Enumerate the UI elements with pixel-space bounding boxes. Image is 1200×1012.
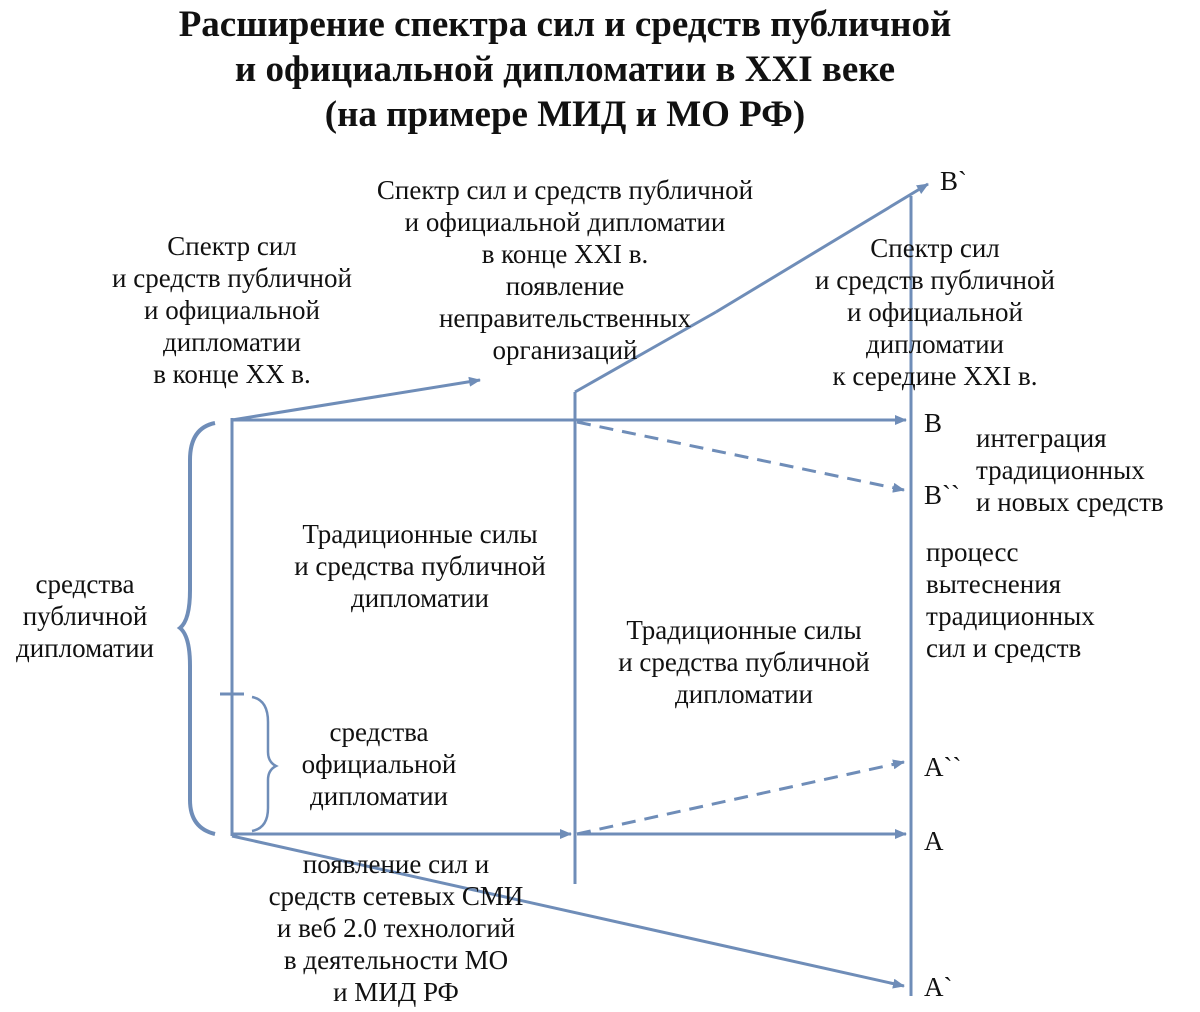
integration-line: интеграция: [976, 423, 1107, 453]
spectrum-mid21c-line: к середине XXI в.: [832, 361, 1038, 391]
traditional-1-line: Традиционные силы: [302, 519, 538, 549]
spectrum-20c-line: в конце XX в.: [153, 359, 311, 389]
official-means-label: средства официальной дипломатии: [272, 716, 486, 812]
point-b: B: [924, 408, 943, 438]
point-a: A: [924, 826, 944, 856]
spectrum-end21c-line: и официальной дипломатии: [404, 207, 726, 237]
displacement-line: вытеснения: [926, 569, 1062, 599]
point-a-prime: A`: [924, 972, 953, 1002]
spectrum-end21c-label: Спектр сил и средств публичной и официал…: [330, 174, 800, 366]
displacement-line: процесс: [926, 537, 1019, 567]
arrow-to-a-prime: [231, 834, 905, 989]
spectrum-end21c-line: появление: [505, 271, 625, 301]
title-line-1: Расширение спектра сил и средств публичн…: [178, 4, 952, 45]
official-means-line: средства: [329, 717, 429, 747]
brace-official-means: [251, 695, 279, 833]
traditional-2-line: и средства публичной: [618, 647, 870, 677]
network-media-line: и веб 2.0 технологий: [276, 913, 516, 943]
title-line-2: и официальной дипломатии в XXI веке: [234, 49, 896, 90]
traditional-means-1-label: Традиционные силы и средства публичной д…: [262, 518, 578, 614]
arrow-to-b-prime: [715, 182, 929, 314]
arrow-to-ngo: [231, 376, 481, 422]
spectrum-end21c-line: неправительственных: [438, 303, 692, 333]
point-b-double: B``: [924, 480, 960, 510]
point-a-double: A``: [924, 752, 962, 782]
spectrum-20c-line: и официальной: [144, 295, 320, 325]
network-media-line: и МИД РФ: [333, 977, 459, 1007]
spectrum-end21c-line: организаций: [492, 335, 638, 365]
public-means-line: средства: [35, 569, 135, 599]
spectrum-mid21c-label: Спектр сил и средств публичной и официал…: [780, 232, 1090, 392]
spectrum-20c-line: и средств публичной: [112, 263, 352, 293]
integration-label: интеграция традиционных и новых средств: [976, 422, 1198, 518]
network-media-label: появление сил и средств сетевых СМИ и ве…: [236, 848, 556, 1008]
network-media-line: появление сил и: [302, 849, 490, 879]
spectrum-20c-label: Спектр сил и средств публичной и официал…: [82, 230, 382, 390]
spectrum-20c-line: дипломатии: [163, 327, 301, 357]
dashed-arrow-to-a-double: [576, 759, 905, 836]
spectrum-mid21c-line: и официальной: [847, 297, 1023, 327]
spectrum-mid21c-line: Спектр сил: [870, 233, 1000, 263]
public-means-label: средства публичной дипломатии: [0, 568, 170, 664]
diagram-title: Расширение спектра сил и средств публичн…: [0, 2, 1130, 137]
spectrum-20c-line: Спектр сил: [167, 231, 297, 261]
integration-line: и новых средств: [976, 487, 1164, 517]
displacement-line: традиционных: [926, 601, 1095, 631]
network-media-line: средств сетевых СМИ: [268, 881, 524, 911]
spectrum-mid21c-line: и средств публичной: [815, 265, 1055, 295]
spectrum-mid21c-line: дипломатии: [866, 329, 1004, 359]
traditional-2-line: Традиционные силы: [626, 615, 862, 645]
public-means-line: дипломатии: [16, 633, 154, 663]
displacement-label: процесс вытеснения традиционных сил и ср…: [926, 536, 1166, 664]
integration-line: традиционных: [976, 455, 1145, 485]
displacement-line: сил и средств: [926, 633, 1082, 663]
brace-public-means: [176, 421, 216, 836]
point-b-prime: B`: [940, 166, 967, 196]
connector-to-b-prime: [574, 310, 717, 394]
traditional-2-line: дипломатии: [675, 679, 813, 709]
traditional-1-line: и средства публичной: [294, 551, 546, 581]
spectrum-end21c-line: Спектр сил и средств публичной: [376, 175, 754, 205]
traditional-means-2-label: Традиционные силы и средства публичной д…: [586, 614, 902, 710]
official-means-line: дипломатии: [310, 781, 448, 811]
network-media-line: в деятельности МО: [283, 945, 509, 975]
title-line-3: (на примере МИД и МО РФ): [324, 94, 806, 135]
public-means-line: публичной: [22, 601, 148, 631]
spectrum-end21c-line: в конце XXI в.: [481, 239, 649, 269]
dashed-arrow-to-b-double: [576, 420, 905, 493]
traditional-1-line: дипломатии: [351, 583, 489, 613]
official-means-line: официальной: [301, 749, 457, 779]
